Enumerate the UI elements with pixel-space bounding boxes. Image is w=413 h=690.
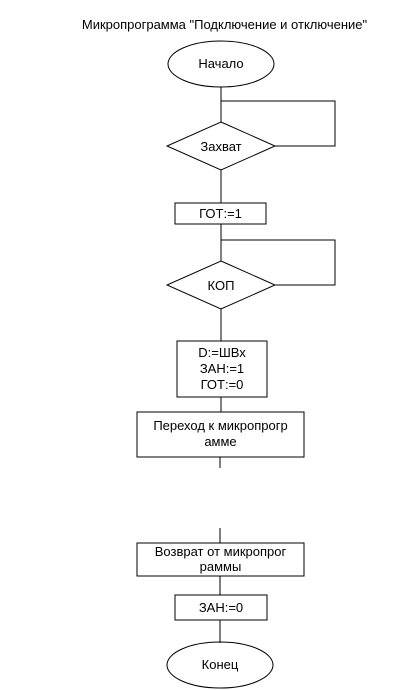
zan0-label: ЗАН:=0	[198, 600, 244, 615]
assign-line-2: ЗАН:=1	[199, 361, 245, 376]
got1-label: ГОТ:=1	[199, 206, 242, 221]
assign-line-1: D:=ШВх	[198, 345, 246, 360]
capture-label: Захват	[200, 139, 242, 154]
assign-box	[176, 340, 268, 398]
diagram-title: Микропрограмма "Подключение и отключение…	[81, 17, 368, 32]
return-line-2: раммы	[199, 559, 242, 574]
start-label: Начало	[198, 56, 244, 71]
call-line-1: Переход к микропрогр	[153, 418, 288, 433]
kop-label: КОП	[207, 278, 235, 293]
end-label: Конец	[201, 657, 239, 672]
return-line-1: Возврат от микропрог	[154, 544, 287, 559]
end-oval	[166, 641, 274, 689]
loop-kop	[221, 239, 336, 286]
zan0-box	[174, 594, 268, 621]
assign-line-3: ГОТ:=0	[200, 377, 244, 392]
loop-capture	[221, 100, 336, 147]
call-line-2: амме	[204, 434, 237, 449]
